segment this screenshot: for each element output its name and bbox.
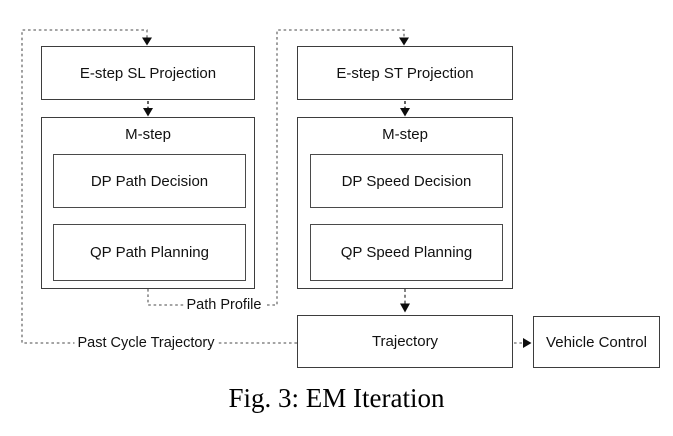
node-vehicle-control: Vehicle Control — [533, 316, 660, 368]
node-label: E-step SL Projection — [79, 64, 217, 82]
edge-past-cycle-trajectory-loop — [21, 29, 297, 344]
node-label: QP Path Planning — [90, 244, 209, 261]
node-dp-path-decision: DP Path Decision — [53, 154, 246, 208]
edge-trajectory-to-vehicle-control — [514, 338, 532, 348]
group-title: M-step — [382, 126, 428, 143]
figure-caption: Fig. 3: EM Iteration — [228, 383, 445, 413]
node-qp-speed-planning: QP Speed Planning — [310, 224, 503, 281]
node-estep-sl-projection: E-step SL Projection — [41, 46, 255, 100]
node-label: Vehicle Control — [546, 333, 647, 351]
edge-label-path-profile: Path Profile — [183, 297, 265, 313]
arrowhead-into-estep-sl — [142, 37, 152, 46]
node-label: E-step ST Projection — [336, 64, 474, 82]
group-mstep-left: M-step DP Path Decision QP Path Planning — [41, 117, 255, 289]
node-trajectory: Trajectory — [297, 315, 513, 368]
node-label: Trajectory — [371, 333, 439, 350]
arrowhead-into-estep-st — [399, 37, 409, 46]
node-estep-st-projection: E-step ST Projection — [297, 46, 513, 100]
node-qp-path-planning: QP Path Planning — [53, 224, 246, 281]
node-label: QP Speed Planning — [340, 244, 473, 261]
edge-path-profile-loop — [147, 29, 409, 306]
group-mstep-right: M-step DP Speed Decision QP Speed Planni… — [297, 117, 513, 289]
node-label: DP Path Decision — [90, 172, 209, 190]
node-dp-speed-decision: DP Speed Decision — [310, 154, 503, 208]
edge-estep-sl-to-mstep-left — [143, 101, 153, 117]
node-label: DP Speed Decision — [341, 172, 472, 190]
edge-estep-st-to-mstep-right — [400, 101, 410, 117]
edge-label-past-cycle-trajectory: Past Cycle Trajectory — [74, 335, 218, 351]
edge-mstep-right-to-trajectory — [400, 289, 410, 313]
group-title: M-step — [125, 126, 171, 143]
